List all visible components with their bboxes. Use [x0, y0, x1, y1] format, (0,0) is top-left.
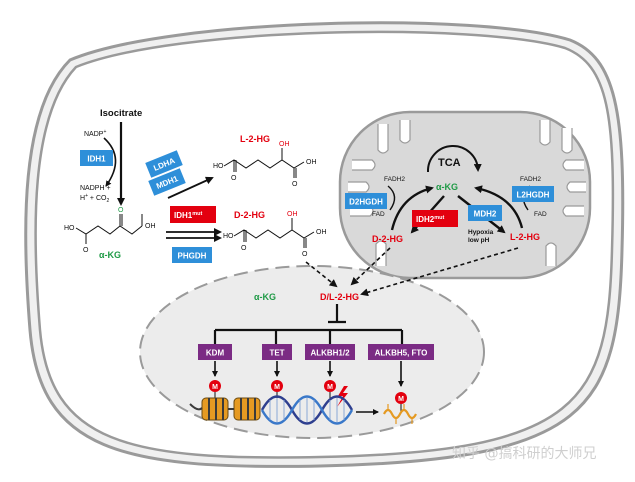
mdh2-enzyme-label: MDH2	[474, 210, 497, 219]
dl2hg-label: D/L-2-HG	[320, 292, 359, 302]
tet-target-label: TET	[269, 349, 284, 358]
l2hgdh-enzyme-box	[512, 186, 554, 202]
nadp-curve-arrow	[103, 137, 117, 187]
alkbh12-target-label: ALKBH1/2	[310, 349, 350, 358]
alkbh12-target-box	[305, 344, 355, 360]
l2hg-mito-label: L-2-HG	[510, 232, 540, 242]
nadp-superscript: +	[103, 129, 106, 135]
low-ph-label: low pH	[468, 237, 490, 244]
nadph-h-superscript: +	[85, 193, 88, 199]
fadh2-left-label: FADH2	[384, 176, 405, 183]
nucleosome-1	[201, 397, 229, 421]
d2hgdh-arc	[390, 185, 434, 231]
ldha-arrow	[167, 176, 214, 199]
idh1-mut-enzyme-box	[170, 206, 216, 223]
d2hg-oh-right: OH	[316, 229, 327, 236]
l2hgdh-arc	[474, 185, 524, 229]
dashed-arrow-mito-d2hg	[350, 247, 391, 286]
idh1-enzyme-label: IDH1	[87, 155, 106, 164]
mdh2-enzyme-box	[468, 205, 502, 221]
kdm-target-label: KDM	[206, 349, 225, 358]
alkbh5-target-box	[368, 344, 434, 360]
svg-text:NADP+: NADP+	[84, 129, 106, 138]
dna-damage-bolt-icon	[337, 386, 348, 407]
akg-left-ho: HO	[64, 225, 75, 232]
l2hg-oh-top: OH	[279, 141, 290, 148]
svg-text:IDH1mut: IDH1mut	[174, 211, 202, 220]
phgdh-enzyme-box	[172, 247, 212, 263]
fad-left-label: FAD	[372, 211, 385, 218]
kdm-target-box	[198, 344, 232, 360]
l2hg-o: O	[231, 175, 237, 182]
akg-left-oh: OH	[145, 223, 156, 230]
co2-subscript: 2	[106, 198, 109, 204]
d2hg-oh-top: OH	[287, 211, 298, 218]
mitochondrion	[338, 110, 592, 280]
idh2-mut-enzyme-box	[412, 210, 458, 227]
l2hg-oh-right: OH	[306, 159, 317, 166]
tca-label: TCA	[438, 157, 461, 169]
fadh2-left-arc	[387, 185, 396, 211]
d2hg-mito-label: D-2-HG	[372, 234, 403, 244]
methyl-label-alkbh12: M	[327, 384, 333, 391]
rna-bases	[387, 404, 413, 424]
d2hg-o: O	[241, 245, 247, 252]
methyl-label-rna: M	[398, 396, 404, 403]
alkbh5-target-label: ALKBH5, FTO	[375, 349, 428, 358]
tca-cycle-arrow	[426, 145, 482, 173]
dna-helix-icon	[260, 395, 354, 425]
l2hg-top-label: L-2-HG	[240, 134, 270, 144]
ldha-enzyme-box	[145, 150, 183, 178]
l2hg-structure	[223, 148, 305, 178]
nadph-h-label: H	[80, 195, 85, 202]
methyl-label-tet: M	[274, 384, 280, 391]
d2hg-structure	[233, 218, 315, 248]
d2hg-o2: O	[302, 251, 308, 258]
akg-structure	[75, 214, 143, 244]
idh1-enzyme-box	[80, 150, 113, 166]
hypoxia-label: Hypoxia	[468, 229, 494, 236]
akg-left-label: α-KG	[99, 250, 121, 260]
akg-left-o: O	[118, 207, 124, 214]
rna-strand-icon	[383, 408, 417, 420]
idh2-mut-enzyme-label: IDH2	[416, 215, 435, 224]
akg-mito-label: α-KG	[436, 182, 458, 192]
akg-left-o2: O	[83, 247, 89, 254]
fad-right-label: FAD	[534, 211, 547, 218]
watermark: 知乎 @搞科研的大师兄	[452, 445, 596, 462]
l2hg-o2: O	[292, 181, 298, 188]
nadph-label-line1: NADPH +	[80, 185, 111, 192]
phgdh-enzyme-label: PHGDH	[178, 252, 207, 261]
nadph-co2-label: + CO	[88, 195, 107, 202]
d2hgdh-enzyme-label: D2HGDH	[349, 198, 383, 207]
svg-text:H+ + CO2: H+ + CO2	[80, 193, 109, 204]
idh1-mut-enzyme-label: IDH1	[174, 211, 193, 220]
methyl-label-kdm: M	[212, 384, 218, 391]
fadh2-right-label: FADH2	[520, 176, 541, 183]
isocitrate-label: Isocitrate	[100, 108, 142, 119]
d2hgdh-enzyme-box	[345, 193, 387, 209]
l2hg-ho: HO	[213, 163, 224, 170]
idh1-mut-superscript: mut	[192, 211, 202, 217]
d2hg-ho: HO	[223, 233, 234, 240]
idh2-mut-superscript: mut	[434, 215, 444, 221]
nadp-label: NADP	[84, 131, 104, 138]
d2hg-mid-label: D-2-HG	[234, 210, 265, 220]
dashed-arrow-mito-l2hg	[360, 247, 519, 297]
akg-nucleus-label: α-KG	[254, 292, 276, 302]
svg-text:IDH2mut: IDH2mut	[416, 215, 444, 224]
nucleosome-2	[233, 397, 261, 421]
mito-cristae	[348, 120, 586, 266]
mdh1-enzyme-box	[148, 168, 186, 196]
l2hgdh-enzyme-label: L2HGDH	[517, 191, 550, 200]
tet-target-box	[262, 344, 292, 360]
chromatin-linker	[189, 403, 234, 411]
